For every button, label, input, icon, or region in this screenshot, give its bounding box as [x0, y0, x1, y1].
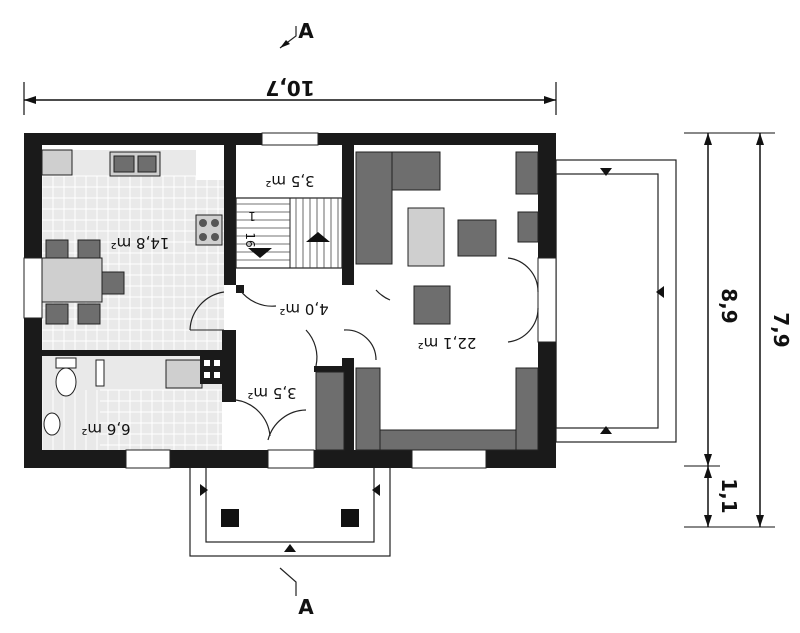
- bathroom-fixtures: [43, 356, 224, 436]
- stair-number-bottom: 16: [243, 232, 257, 247]
- hall-area-label: 4,0 m²: [279, 300, 328, 318]
- depth-main-label: 8,9: [717, 288, 741, 323]
- kitchen-area-label: 14,8 m²: [111, 234, 170, 252]
- width-dimension-label: 10,7: [265, 76, 314, 100]
- stair-number-top: 1: [248, 209, 256, 223]
- doors: [189, 257, 539, 441]
- stair-hall-area-label: 3,5 m²: [265, 172, 314, 190]
- kitchen-furniture: [41, 149, 223, 325]
- porch-depth-label: 1,1: [717, 478, 741, 513]
- width-dimension: 10,7: [23, 76, 557, 115]
- terrace: [555, 159, 677, 443]
- depth-total-label: 7,9: [769, 312, 793, 347]
- kitchen-floor-notch-right: [196, 150, 224, 180]
- section-mark-top: A: [279, 19, 314, 49]
- room-labels: 14,8 m² 3,5 m² 22,1 m² 4,0 m² 3,5 m² 6,6…: [81, 172, 476, 438]
- vestibule-area-label: 3,5 m²: [247, 384, 296, 402]
- kitchen-floor: [42, 150, 224, 350]
- entrance-porch: [189, 463, 391, 557]
- depth-dimensions: 8,9 7,9 1,1: [684, 132, 793, 528]
- walls: [23, 132, 557, 469]
- section-mark-bottom-label: A: [298, 595, 314, 619]
- living-area-label: 22,1 m²: [418, 334, 477, 352]
- section-mark-top-label: A: [298, 19, 314, 43]
- living-furniture: [315, 151, 539, 451]
- section-mark-bottom: A: [279, 567, 314, 619]
- bathroom-area-label: 6,6 m²: [81, 420, 130, 438]
- staircase: 1 16: [235, 197, 343, 269]
